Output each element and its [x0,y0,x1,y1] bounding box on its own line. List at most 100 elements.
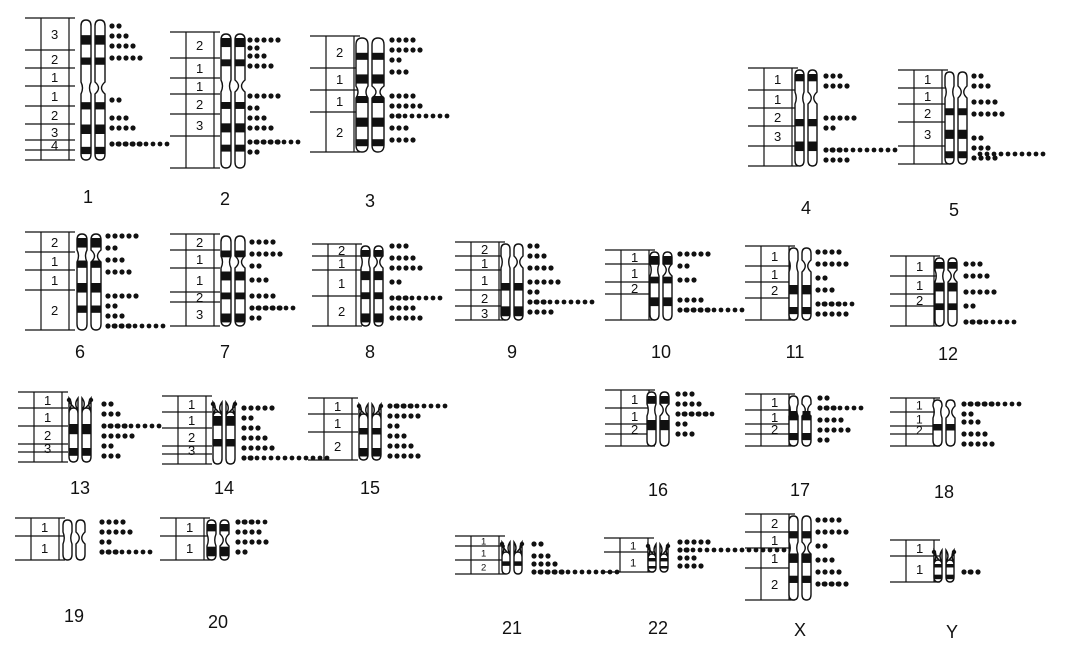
chromosome-submetacentric-icon [360,245,384,327]
chromosome-submetacentric-icon [934,257,958,327]
region-number: 2 [196,235,203,250]
region-number: 2 [44,428,51,443]
gene-dots [815,249,855,317]
chromosome-label: Y [946,622,958,642]
chromosome-submetacentric-icon [649,251,673,321]
region-scale: 112 [890,255,940,327]
region-number: 1 [51,273,58,288]
region-number: 2 [196,38,203,53]
region-number: 1 [196,252,203,267]
region-number: 2 [481,563,486,574]
region-number: 1 [916,399,923,413]
chromosome-acrocentric-icon [66,395,94,463]
region-number: 2 [336,125,343,140]
region-number: 1 [196,79,203,94]
region-number: 2 [51,303,58,318]
region-number: 1 [481,273,488,288]
region-number: 1 [771,410,778,425]
region-number: 3 [924,127,931,142]
chromosome-22: 1 1 22 [604,537,787,638]
chromosome-acrocentric-small-icon [931,547,957,583]
chromosome-y: 1 1Y [890,539,981,642]
region-number: 2 [188,430,195,445]
region-number: 2 [338,243,345,258]
region-number: 4 [51,138,58,153]
region-number: 1 [334,399,341,414]
region-number: 1 [771,267,778,282]
region-number: 1 [630,540,636,552]
chromosome-label: 21 [502,618,522,638]
chromosome-label: 1 [83,187,93,207]
region-number: 2 [771,283,778,298]
region-number: 1 [771,551,778,566]
region-number: 1 [916,541,923,556]
region-number: 1 [196,273,203,288]
chromosome-submetacentric-icon [76,233,102,331]
chromosome-submetacentric-icon [220,235,246,327]
chromosome-metacentric-small-icon [206,519,230,561]
chromosome-label: 14 [214,478,234,498]
region-number: 2 [631,422,638,437]
gene-dots [817,395,864,443]
gene-dots [677,251,745,313]
chromosome-label: 2 [220,189,230,209]
region-number: 2 [334,439,341,454]
region-number: 2 [196,290,203,305]
region-number: 1 [916,562,923,577]
region-number: 1 [41,541,48,556]
chromosome-submetacentric-icon [220,33,246,169]
chromosome-metacentric-icon [355,37,385,153]
region-number: 1 [481,256,488,271]
region-number: 1 [51,254,58,269]
region-number: 1 [188,397,195,412]
chromosome-label: 22 [648,618,668,638]
region-number: 1 [338,256,345,271]
region-number: 1 [336,94,343,109]
region-scale: 11 [15,517,65,561]
region-number: 1 [924,72,931,87]
region-number: 1 [771,533,778,548]
region-number: 2 [916,424,923,438]
gene-dots [109,23,170,147]
region-scale: 11 [160,517,210,561]
region-number: 1 [916,259,923,274]
region-number: 1 [188,413,195,428]
chromosome-submetacentric-icon [794,69,818,167]
gene-dots [235,519,269,555]
chromosome-metacentric-large-icon [80,19,106,161]
region-number: 3 [774,129,781,144]
gene-dots [101,401,162,459]
region-scale: 112 [745,393,795,447]
region-number: 1 [631,266,638,281]
chromosome-acrocentric-icon [210,399,238,465]
gene-dots [389,37,450,143]
chromosome-submetacentric-icon [944,71,968,165]
region-number: 2 [771,422,778,437]
chromosome-metacentric-small-icon [62,519,86,561]
region-number: 1 [51,70,58,85]
region-number: 1 [481,549,486,560]
region-number: 1 [630,557,636,569]
chromosome-label: 18 [934,482,954,502]
region-number: 2 [631,281,638,296]
region-number: 2 [481,291,488,306]
chromosome-figures: 3211234121123221123112341123521126211237… [15,17,1046,642]
chromosome-acrocentric-small-icon [645,541,671,573]
chromosome-acrocentric-icon [356,401,384,461]
region-number: 2 [774,110,781,125]
